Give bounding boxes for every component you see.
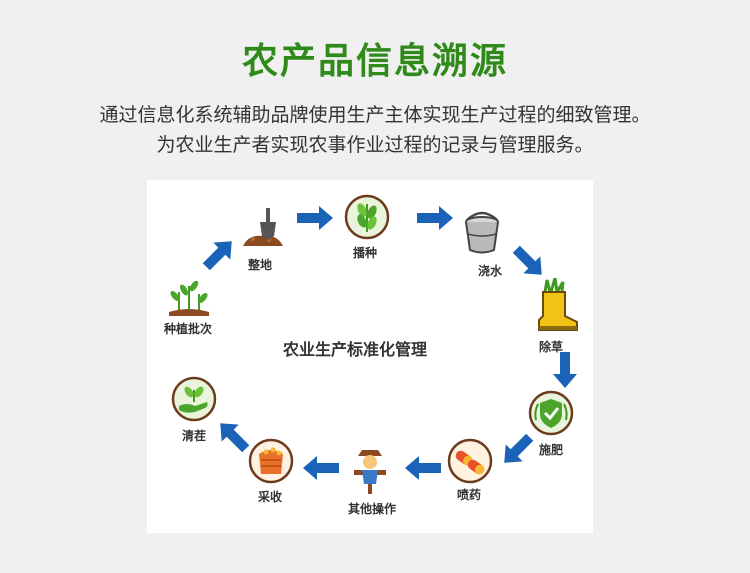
subtitle-line-2: 为农业生产者实现农事作业过程的记录与管理服务。 — [156, 134, 594, 156]
step-label-caishou: 采收 — [258, 490, 283, 504]
capsule-icon — [447, 438, 493, 484]
boot-grass-icon — [538, 278, 578, 331]
step-label-zhongzhi: 种植批次 — [164, 322, 213, 336]
shield-check-icon — [528, 390, 574, 436]
step-label-jiaoshui: 浇水 — [478, 264, 503, 278]
hand-leaf-icon — [171, 376, 217, 422]
arrow-3 — [512, 245, 542, 275]
step-label-qingcha: 清茬 — [182, 429, 207, 443]
subtitle-line-1: 通过信息化系统辅助品牌使用生产主体实现生产过程的细致管理。 — [99, 104, 651, 126]
scarecrow-icon — [354, 450, 386, 494]
step-label-shifei: 施肥 — [539, 443, 564, 457]
wheat-icon — [344, 194, 390, 240]
arrow-1 — [297, 206, 333, 230]
page-title: 农产品信息溯源 — [241, 41, 508, 82]
basket-icon — [248, 438, 294, 484]
center-label: 农业生产标准化管理 — [283, 340, 428, 359]
bucket-icon — [465, 211, 499, 254]
sprouts-icon — [169, 280, 209, 316]
arrow-2 — [417, 206, 453, 230]
step-label-qita: 其他操作 — [348, 502, 397, 516]
arrow-6 — [405, 456, 441, 480]
arrow-8 — [220, 423, 250, 453]
arrow-7 — [303, 456, 339, 480]
step-label-zhengdi: 整地 — [248, 258, 273, 272]
arrow-9 — [202, 241, 232, 271]
process-diagram: 农业生产标准化管理 整地 播种 浇水 除草 施肥 — [147, 180, 593, 533]
arrow-5 — [504, 433, 534, 463]
step-label-bozhong: 播种 — [353, 246, 378, 260]
step-label-penyao: 喷药 — [457, 488, 482, 502]
arrow-4 — [553, 352, 577, 388]
step-label-chucao: 除草 — [539, 340, 564, 354]
shovel-soil-icon — [243, 208, 283, 246]
